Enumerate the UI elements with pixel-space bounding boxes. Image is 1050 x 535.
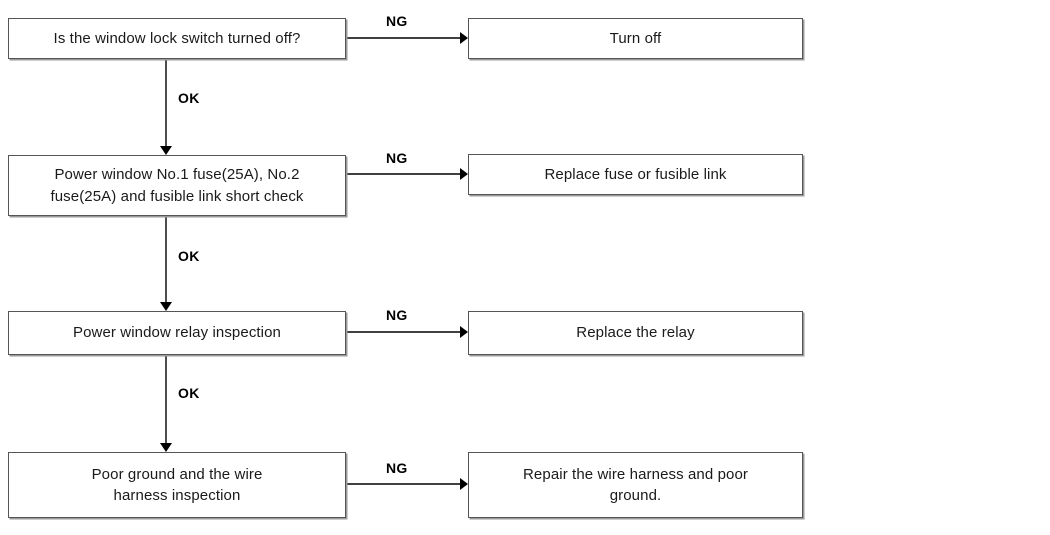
result-box-step-2[interactable]: Replace fuse or fusible link (468, 154, 803, 195)
edge-label-ng-step-4: NG (386, 460, 408, 476)
result-box-step-3[interactable]: Replace the relay (468, 311, 803, 355)
check-box-step-3[interactable]: Power window relay inspection (8, 311, 346, 355)
edge-label-ok-step-3: OK (178, 385, 200, 401)
arrowhead-icon (460, 478, 468, 490)
edge-label-ng-step-2: NG (386, 150, 408, 166)
arrowhead-icon (460, 32, 468, 44)
edge-label-ok-step-2: OK (178, 248, 200, 264)
connector-step3-ng (346, 326, 468, 338)
check-box-step-4[interactable]: Poor ground and the wire harness inspect… (8, 452, 346, 518)
connector-step1-ng (346, 32, 468, 44)
connector-step1-ok (160, 59, 172, 155)
check-box-step-2[interactable]: Power window No.1 fuse(25A), No.2 fuse(2… (8, 155, 346, 216)
connector-step4-ng (346, 478, 468, 490)
arrowhead-icon (460, 326, 468, 338)
connector-step3-ok (160, 355, 172, 452)
connector-step2-ok (160, 216, 172, 311)
edge-label-ng-step-1: NG (386, 13, 408, 29)
edge-label-ok-step-1: OK (178, 90, 200, 106)
check-box-step-1[interactable]: Is the window lock switch turned off? (8, 18, 346, 59)
arrowhead-icon (460, 168, 468, 180)
arrowhead-icon (160, 302, 172, 311)
result-box-step-1[interactable]: Turn off (468, 18, 803, 59)
arrowhead-icon (160, 443, 172, 452)
connector-step2-ng (346, 168, 468, 180)
edge-label-ng-step-3: NG (386, 307, 408, 323)
result-box-step-4[interactable]: Repair the wire harness and poor ground. (468, 452, 803, 518)
arrowhead-icon (160, 146, 172, 155)
